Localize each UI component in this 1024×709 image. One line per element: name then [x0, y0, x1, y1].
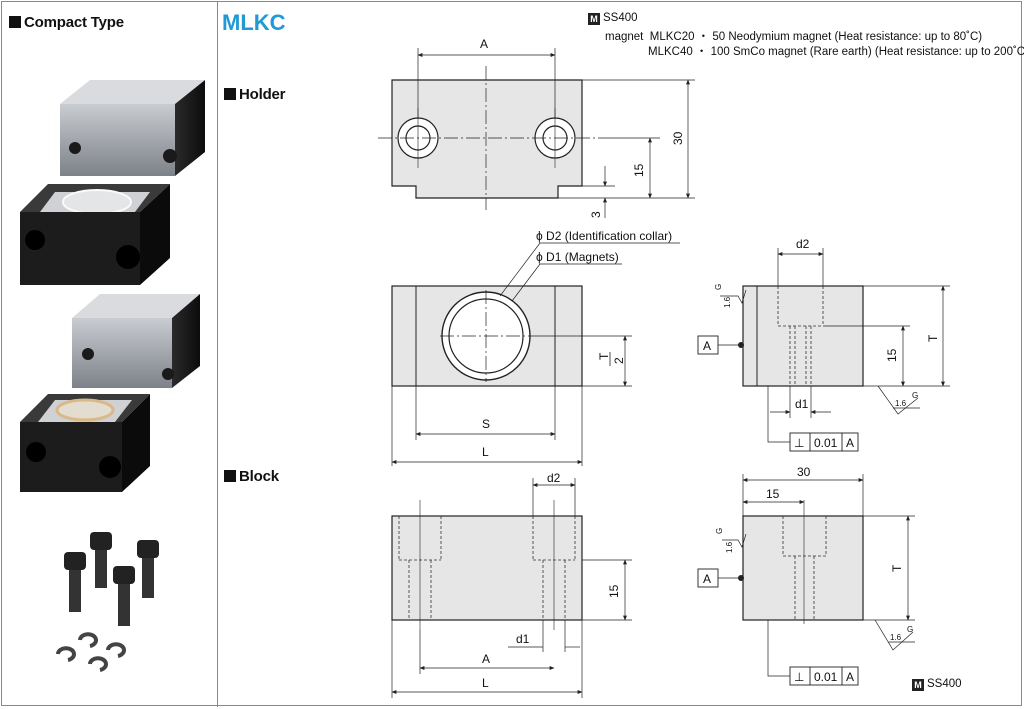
product-code-title: MLKC: [222, 10, 286, 35]
magnet-spec-line-1: magnet MLKC20 ・ 50 Neodymium magnet (Hea…: [605, 31, 983, 43]
perp-datum: A: [846, 670, 854, 684]
block-roughness-symbol-bottom: [874, 619, 915, 651]
block-side-dim-15: 15: [766, 487, 780, 501]
holder-dim-A: A: [480, 37, 488, 51]
perpendicularity-frame: [789, 432, 859, 452]
holder-dim-15: 15: [632, 163, 646, 177]
product-photo-holder-upper: [60, 80, 205, 176]
product-photo-panel: [2, 2, 218, 707]
side-dim-15: 15: [885, 348, 899, 362]
holder-side-view: [742, 285, 864, 387]
holder-dim-T-half-den: 2: [612, 357, 626, 364]
block-front-view: [391, 500, 583, 630]
datum-dot: [738, 575, 744, 581]
phi-D1-label: ϕ D1 (Magnets): [536, 250, 619, 264]
roughness-g: G: [912, 391, 918, 400]
product-photo-holder-lower: [72, 294, 200, 388]
block-dim-d1: d1: [516, 632, 530, 646]
holder-dim-L: L: [482, 445, 489, 459]
block-dim-L: L: [482, 676, 489, 690]
block-side-dimensions: [718, 474, 915, 677]
perp-tolerance: 0.01: [814, 436, 838, 450]
datum-A-label: A: [703, 339, 711, 353]
roughness-value: 1.6: [723, 296, 732, 308]
perp-tolerance: 0.01: [814, 670, 838, 684]
roughness-value: 1.6: [895, 399, 907, 408]
roughness-g: G: [714, 284, 723, 290]
perp-symbol: ⊥: [794, 436, 804, 450]
block-datum-A-box: [697, 568, 719, 588]
product-photo-snap-rings: [56, 632, 126, 672]
roughness-symbol-side-bottom: [877, 385, 920, 415]
block-dim-A: A: [482, 652, 490, 666]
block-side-view: [742, 500, 864, 624]
roughness-symbol-side-left: [720, 289, 747, 304]
block-side-dim-30: 30: [797, 465, 811, 479]
side-dim-d1: d1: [795, 397, 809, 411]
holder-dim-S: S: [482, 417, 490, 431]
block-perpendicularity-frame: [789, 666, 859, 686]
holder-top-dimensions: [391, 242, 680, 466]
datum-dot: [738, 342, 744, 348]
holder-front-view: [378, 66, 600, 210]
perp-datum: A: [846, 436, 854, 450]
compact-type-heading: Compact Type: [9, 14, 124, 31]
side-dim-d2: d2: [796, 237, 810, 251]
perp-symbol: ⊥: [794, 670, 804, 684]
holder-dim-T-half-num: T: [597, 352, 611, 360]
datum-A-box: [697, 335, 719, 355]
block-roughness-symbol-left: [722, 533, 747, 548]
material-m-icon: M: [588, 13, 600, 25]
holder-dim-30: 30: [671, 131, 685, 145]
block-datum-A-label: A: [703, 572, 711, 586]
block-dim-15: 15: [607, 584, 621, 598]
block-front-dimensions: [391, 478, 632, 698]
product-photo-holder-magnet-lower: [20, 394, 150, 492]
roughness-g: G: [715, 528, 724, 534]
roughness-value: 1.6: [725, 541, 734, 553]
holder-front-dimensions: [417, 48, 695, 218]
product-photo-bolts: [64, 532, 159, 626]
phi-D2-label: ϕ D2 (Identification collar): [536, 229, 672, 243]
side-dim-T: T: [926, 334, 940, 342]
block-heading: Block: [224, 468, 279, 485]
magnet-spec-line-2: MLKC40 ・ 100 SmCo magnet (Rare earth) (H…: [648, 46, 1024, 58]
block-side-dim-T: T: [890, 564, 904, 572]
holder-dim-3: 3: [589, 211, 603, 218]
holder-side-dimensions: [718, 248, 950, 443]
material-m-icon: M: [912, 679, 924, 691]
roughness-g: G: [907, 625, 913, 634]
roughness-value: 1.6: [890, 633, 902, 642]
block-dim-d2: d2: [547, 471, 561, 485]
holder-heading: Holder: [224, 86, 286, 103]
product-photo-holder-magnet-upper: [20, 184, 170, 285]
